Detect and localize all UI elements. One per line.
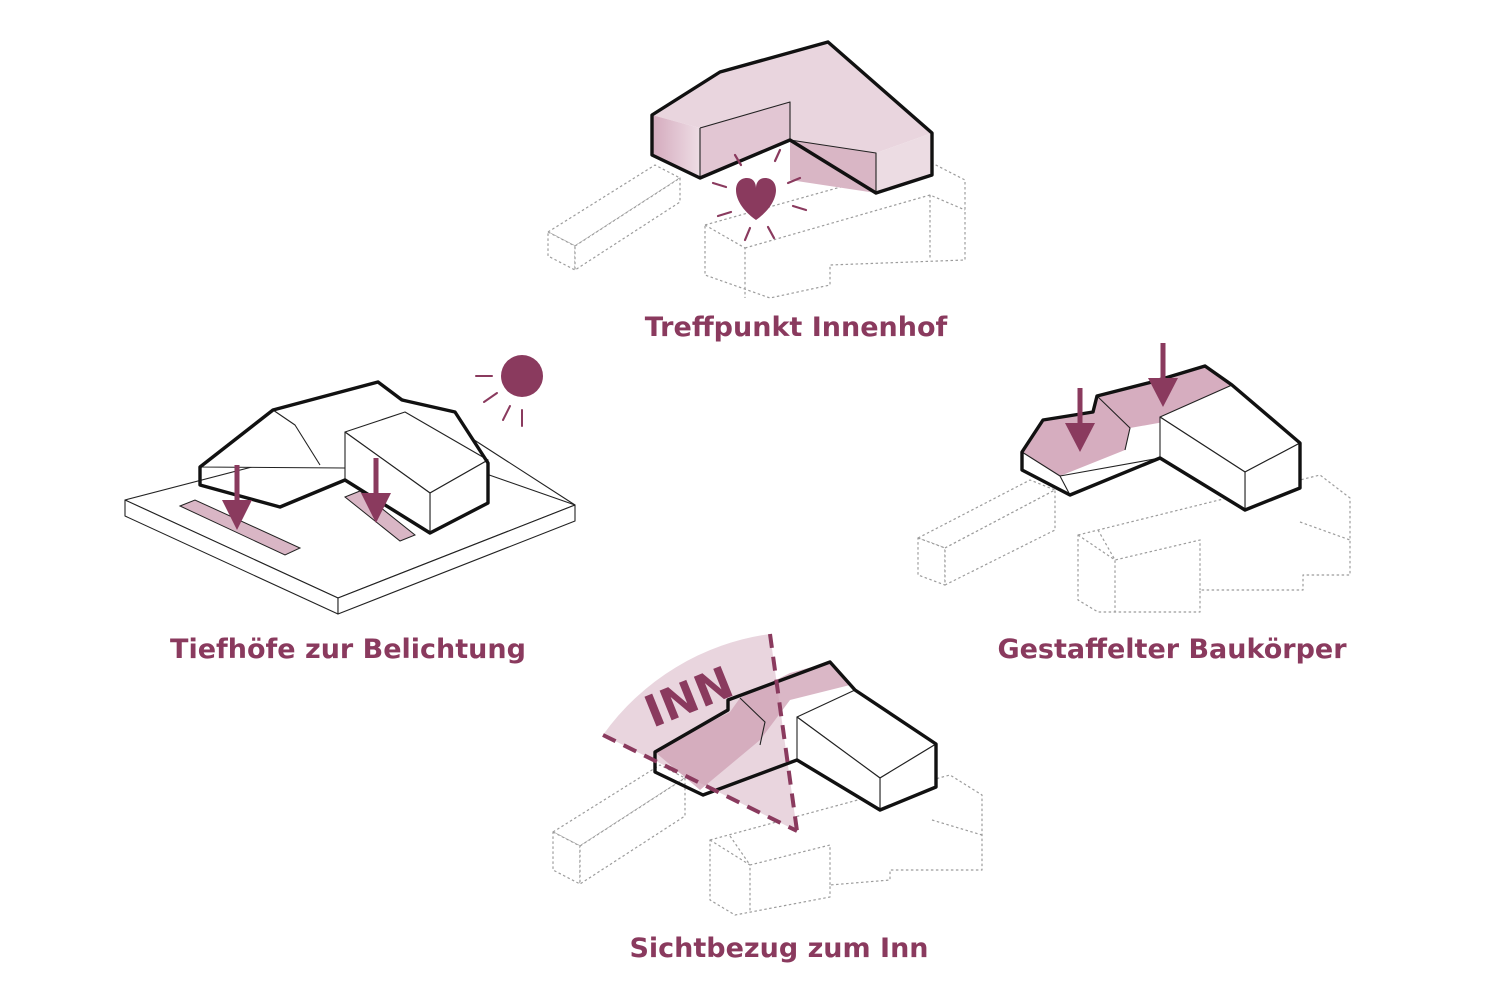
context-buildings	[547, 161, 966, 299]
context-buildings	[552, 764, 983, 916]
context-buildings	[917, 474, 1351, 613]
caption-sichtbezug: Sichtbezug zum Inn	[629, 933, 928, 964]
light-well-left	[178, 499, 302, 556]
diagram-gestaffelter-baukoerper	[917, 343, 1351, 613]
heart-icon	[711, 148, 808, 242]
caption-gestaffelter-baukoerper: Gestaffelter Baukörper	[997, 634, 1347, 665]
arrow-down-icon	[1065, 343, 1178, 452]
building	[198, 380, 490, 535]
building	[1020, 364, 1302, 512]
l-shaped-building	[650, 40, 934, 195]
sun-icon	[475, 355, 543, 427]
building	[653, 660, 938, 812]
arrow-down-icon	[222, 458, 391, 530]
light-well-right	[344, 490, 416, 542]
caption-treffpunkt-innenhof: Treffpunkt Innenhof	[645, 312, 948, 343]
diagram-sichtbezug: INN	[552, 633, 983, 916]
diagram-tiefhoefe	[124, 355, 576, 615]
caption-tiefhoefe: Tiefhöfe zur Belichtung	[170, 634, 526, 665]
diagram-treffpunkt-innenhof	[547, 40, 966, 299]
view-lines	[602, 633, 799, 833]
